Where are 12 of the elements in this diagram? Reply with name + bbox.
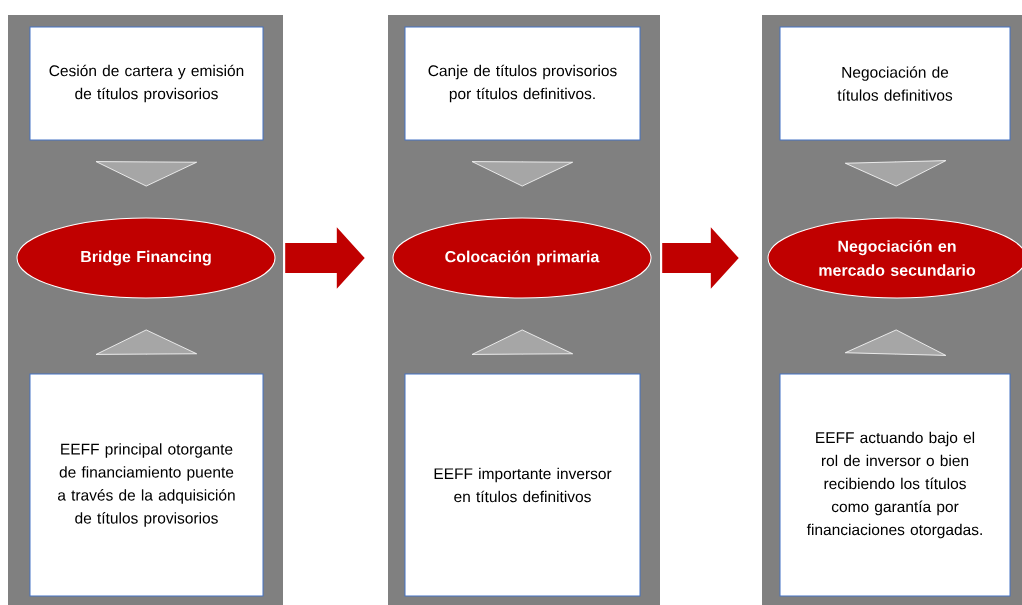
triangle-arrow — [95, 161, 198, 187]
text-box: EEFF actuando bajo el rol de inversor o bien recibiendo los títulos como garantía por financiaciones otorgadas. — [779, 373, 1011, 597]
text-box: EEFF importante inversor en títulos definitivos — [404, 373, 641, 597]
text-box: Negociación de títulos definitivos — [779, 26, 1011, 141]
triangle-arrow — [844, 160, 947, 187]
text-box: Canje de títulos provisorios por títulos definitivos. — [404, 26, 641, 141]
triangle-arrow — [844, 329, 947, 356]
triangle-arrow — [95, 329, 198, 355]
text-box: Cesión de cartera y emisión de títulos provisorios — [29, 26, 264, 141]
triangle-arrow — [471, 161, 574, 187]
triangle-arrow — [471, 329, 574, 355]
text-box: EEFF principal otorgante de financiamiento puente a través de la adquisición de títulos provisorios — [29, 373, 264, 597]
